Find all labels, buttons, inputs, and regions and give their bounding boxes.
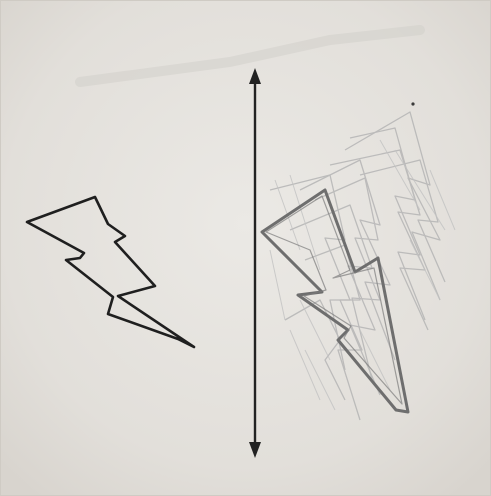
pencil-dot — [411, 102, 414, 105]
